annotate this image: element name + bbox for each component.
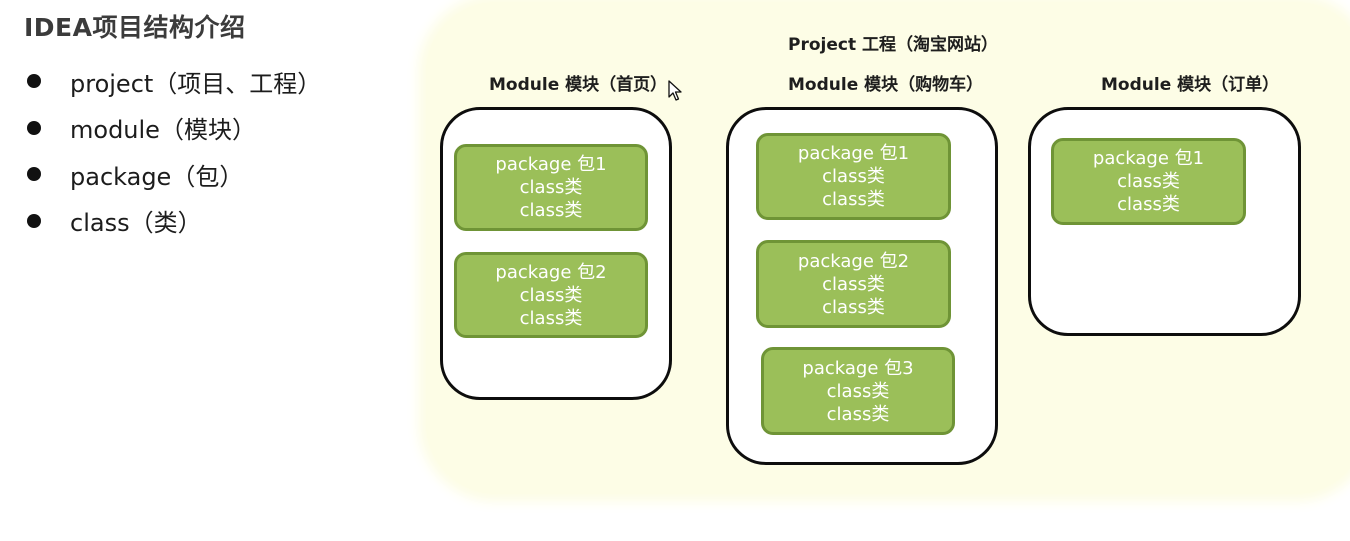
module-box-order: package 包1 class类 class类 [1028,107,1301,336]
list-item-label: module（模块） [70,116,256,145]
module-label-order: Module 模块（订单） [1101,75,1280,95]
bullet-icon [27,167,41,182]
bullet-icon [27,120,41,135]
package-name: package 包2 [797,250,910,272]
package-name: package 包1 [1092,148,1205,169]
package-box: package 包2 class类 class类 [454,252,648,338]
module-label-home: Module 模块（首页） [489,75,668,95]
package-name: package 包3 [802,357,914,379]
package-box: package 包2 class类 class类 [756,240,951,328]
package-name: package 包1 [797,143,910,164]
package-box: package 包1 class类 class类 [454,144,648,231]
module-box-home: package 包1 class类 class类 package 包2 clas… [440,107,672,400]
class-label: class类 [822,273,885,295]
bullet-icon [27,74,41,89]
list-item-project: project（项目、工程） [24,58,321,105]
list-item-label: project（项目、工程） [70,69,322,98]
package-name: package 包1 [495,154,607,175]
package-box: package 包3 class类 class类 [761,347,955,435]
class-label: class类 [1117,171,1180,192]
class-label: class类 [826,380,890,402]
class-label: class类 [822,166,885,187]
class-label: class类 [822,189,885,210]
bullet-icon [27,213,41,228]
package-name: package 包2 [495,261,607,283]
class-label: class类 [822,296,885,318]
class-label: class类 [519,284,583,306]
module-box-cart: package 包1 class类 class类 package 包2 clas… [726,107,998,465]
module-label-cart: Module 模块（购物车） [788,75,984,95]
package-box: package 包1 class类 class类 [1051,138,1246,225]
class-label: class类 [519,307,583,329]
list-item-label: class（类） [70,209,202,238]
list-item-package: package（包） [24,151,321,198]
package-box: package 包1 class类 class类 [756,133,951,220]
mouse-pointer-icon [668,80,682,101]
page-title: IDEA项目结构介绍 [24,13,246,42]
list-item-module: module（模块） [24,105,321,152]
list-item-label: package（包） [70,162,244,191]
class-label: class类 [519,177,583,198]
class-label: class类 [1117,194,1180,215]
project-label: Project 工程（淘宝网站） [788,35,999,55]
list-item-class: class（类） [24,198,321,245]
class-label: class类 [826,403,890,425]
concept-list: project（项目、工程） module（模块） package（包） cla… [24,58,321,244]
class-label: class类 [519,200,583,221]
